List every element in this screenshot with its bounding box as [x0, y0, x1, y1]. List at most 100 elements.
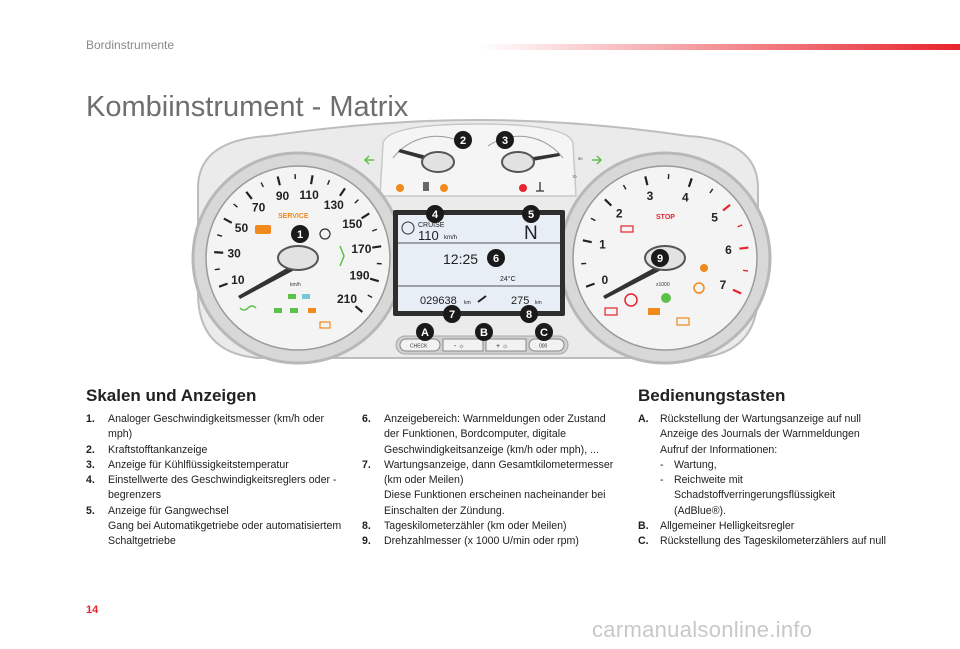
seatbelt-warning-icon [339, 245, 345, 267]
left-indicator-icon [363, 155, 374, 165]
battery-warning-icon [604, 307, 618, 316]
controls-list: A. Rückstellung der Wartungsanzeige auf … [638, 412, 888, 550]
gauges-list-left: 1.Analoger Geschwindigkeitsmesser (km/h … [86, 412, 348, 550]
callout-8: 8 [520, 305, 538, 323]
brightness-plus-label: + ☼ [496, 343, 508, 350]
rpm-label: 4 [682, 190, 689, 204]
coolant-hot-icon [519, 184, 527, 192]
trip-value: 275 [511, 295, 529, 307]
callout-a: A [416, 323, 434, 341]
callout-2: 2 [454, 131, 472, 149]
cruise-icon [401, 221, 415, 235]
tachometer-needle [603, 264, 669, 299]
coolant-warning-icon [319, 228, 331, 240]
speed-tick [218, 282, 228, 288]
callout-c: C [535, 323, 553, 341]
rpm-tick [590, 217, 596, 222]
callout-1: 1 [291, 225, 309, 243]
speed-tick [372, 245, 382, 249]
watermark: carmanualsonline.info [592, 617, 813, 642]
speed-unit-label: km/h [290, 282, 301, 288]
callout-3: 3 [496, 131, 514, 149]
svg-text:7: 7 [449, 309, 455, 321]
rpm-tick [722, 203, 731, 212]
list-item: 2.Kraftstofftankanzeige [86, 443, 208, 456]
svg-text:8: 8 [526, 309, 532, 321]
right-indicator-icon [592, 155, 603, 165]
tachometer-ticks [581, 174, 749, 295]
sub-list-item: Wartung, [660, 458, 888, 474]
speed-tick [217, 234, 223, 237]
list-item: 1.Analoger Geschwindigkeitsmesser (km/h … [86, 413, 325, 441]
gauges-heading: Skalen und Anzeigen [86, 386, 257, 405]
svg-text:9: 9 [657, 253, 663, 265]
speed-label: 30 [227, 247, 241, 261]
oil-warning-icon [620, 225, 634, 233]
wrench-icon [477, 295, 487, 303]
speed-label: 110 [299, 188, 319, 202]
sub-list-item: Reichweite mit Schadstoffverringerungsfl… [660, 473, 888, 519]
svg-text:5: 5 [528, 209, 534, 221]
abs-warning-icon [676, 317, 690, 326]
speed-label: 130 [324, 198, 344, 212]
svg-text:1: 1 [297, 229, 303, 241]
speed-tick [260, 182, 264, 188]
rpm-label: 6 [725, 243, 732, 257]
speed-label: 90 [276, 189, 290, 203]
list-item: C.Rückstellung des Tageskilometerzählers… [638, 535, 886, 548]
speedometer-ticks [214, 174, 382, 313]
speed-tick [276, 176, 281, 186]
speed-label: 10 [231, 273, 245, 287]
coolant-temp-icon [536, 182, 544, 192]
central-display: CRUISE 110 km/h N 12:25 24°C 029638 km 2… [393, 210, 565, 316]
lights-indicator-icon [288, 294, 296, 299]
page-number: 14 [86, 604, 99, 616]
svg-text:4: 4 [432, 209, 439, 221]
rpm-label: 5 [711, 210, 718, 224]
trip-unit: km [535, 300, 542, 306]
speed-tick [326, 179, 331, 186]
control-buttons: CHECK - ☼ + ☼ 000 [395, 335, 569, 355]
speed-label: 190 [350, 269, 370, 283]
odometer-unit: km [464, 300, 471, 306]
rpm-tick [687, 178, 693, 188]
rpm-tick [739, 246, 749, 250]
odometer-value: 029638 [420, 295, 457, 307]
temp-mark-70: 70 [572, 174, 577, 179]
rpm-tick [709, 188, 714, 194]
speed-tick [371, 228, 378, 232]
svg-text:6: 6 [493, 253, 499, 265]
speed-label: 150 [342, 217, 362, 231]
list-item: 7.Wartungsanzeige, dann Gesamtkilometerm… [362, 458, 614, 517]
callout-9: 9 [651, 249, 669, 267]
speed-tick [309, 175, 314, 185]
list-item: 4.Einstellwerte des Geschwindigkeitsregl… [86, 474, 337, 502]
rpm-tick [585, 282, 595, 288]
speed-tick [339, 187, 346, 197]
fuel-warning-icon [440, 184, 448, 192]
speed-tick [214, 251, 224, 254]
rpm-tick [604, 198, 613, 207]
rpm-tick [582, 239, 592, 244]
beam-indicator-icon [302, 294, 310, 299]
callout-6: 6 [487, 249, 505, 267]
list-item: 8.Tageskilometerzähler (km oder Meilen) [362, 520, 567, 533]
speed-label: 210 [337, 292, 357, 306]
cruise-label: CRUISE [418, 222, 445, 229]
controls-heading: Bedienungstasten [638, 386, 786, 405]
speed-tick [361, 212, 370, 220]
check-button-label: CHECK [410, 344, 428, 350]
esp-indicator-icon [661, 293, 671, 303]
rpm-tick [644, 176, 649, 186]
temp-mark-90: 90 [578, 156, 583, 161]
speedometer-hub [277, 245, 319, 271]
brightness-minus-button[interactable] [442, 338, 484, 352]
airbag-warning-icon [255, 225, 271, 234]
brightness-plus-button[interactable] [485, 338, 527, 352]
rpm-tick [622, 184, 627, 190]
speed-tick [367, 294, 373, 299]
list-item: 3.Anzeige für Kühlflüssigkeitstemperatur [86, 458, 289, 471]
